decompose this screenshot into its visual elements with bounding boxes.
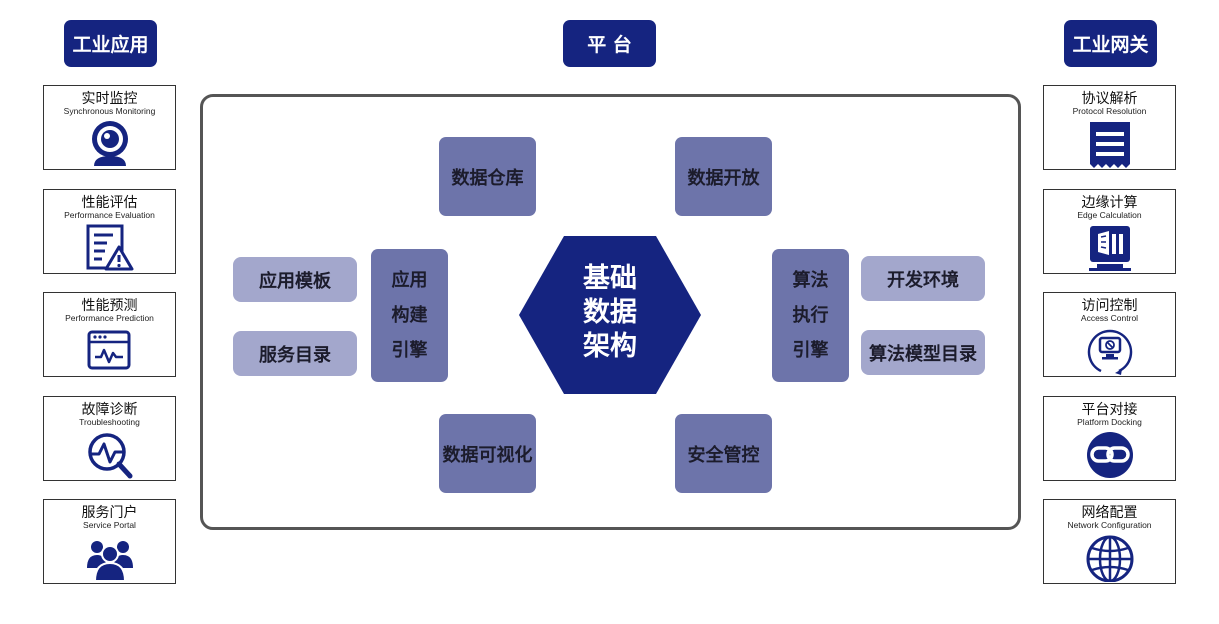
- browser-chart-icon: [87, 330, 131, 370]
- card-platform-docking: 平台对接 Platform Docking: [1043, 396, 1176, 481]
- card-network-configuration: 网络配置 Network Configuration: [1043, 499, 1176, 584]
- core-hexagon: [519, 236, 701, 394]
- card-troubleshooting: 故障诊断 Troubleshooting: [43, 396, 176, 481]
- card-subtitle: Synchronous Monitoring: [63, 106, 156, 116]
- node-data-visualization: 数据可视化: [439, 414, 536, 493]
- card-title: 实时监控: [81, 91, 138, 107]
- access-control-icon: [1087, 329, 1133, 375]
- engine-line: 构建: [391, 305, 428, 326]
- core-line: 基础: [583, 263, 637, 294]
- webcam-icon: [92, 121, 128, 166]
- node-data-warehouse: 数据仓库: [439, 137, 536, 216]
- engine-line: 算法: [792, 270, 829, 291]
- card-subtitle: Protocol Resolution: [1072, 106, 1147, 116]
- document-icon: [1090, 122, 1130, 168]
- node-algorithm-engine: 算法 执行 引擎: [772, 249, 849, 382]
- card-subtitle: Performance Prediction: [65, 313, 154, 323]
- header-industrial-gateway: 工业网关: [1064, 20, 1157, 67]
- node-app-template: 应用模板: [233, 257, 357, 302]
- core-line: 数据: [583, 297, 637, 328]
- header-industrial-apps: 工业应用: [64, 20, 157, 67]
- card-title: 边缘计算: [1081, 195, 1138, 211]
- card-performance-evaluation: 性能评估 Performance Evaluation: [43, 189, 176, 274]
- card-title: 性能预测: [81, 298, 138, 314]
- users-icon: [87, 541, 133, 582]
- core-label: 基础 数据 架构: [560, 262, 660, 364]
- card-subtitle: Platform Docking: [1077, 417, 1142, 427]
- card-subtitle: Service Portal: [83, 520, 136, 530]
- engine-line: 应用: [391, 270, 428, 291]
- card-title: 性能评估: [81, 195, 138, 211]
- node-algorithm-model-catalog: 算法模型目录: [861, 330, 985, 375]
- card-title: 故障诊断: [81, 402, 138, 418]
- card-service-portal: 服务门户 Service Portal: [43, 499, 176, 584]
- card-access-control: 访问控制 Access Control: [1043, 292, 1176, 377]
- core-line: 架构: [583, 331, 637, 362]
- edge-device-icon: [1089, 226, 1131, 271]
- platform-frame: [200, 94, 1021, 530]
- card-subtitle: Troubleshooting: [79, 417, 140, 427]
- card-title: 访问控制: [1081, 298, 1138, 314]
- engine-line: 执行: [792, 305, 829, 326]
- engine-line: 引擎: [391, 340, 428, 361]
- node-dev-environment: 开发环境: [861, 256, 985, 301]
- diagnosis-icon: [88, 433, 133, 479]
- card-subtitle: Access Control: [1080, 313, 1139, 323]
- card-subtitle: Edge Calculation: [1077, 210, 1142, 220]
- header-platform: 平 台: [563, 20, 656, 67]
- node-app-build-engine: 应用 构建 引擎: [371, 249, 448, 382]
- card-title: 服务门户: [81, 505, 138, 521]
- card-synchronous-monitoring: 实时监控 Synchronous Monitoring: [43, 85, 176, 170]
- card-subtitle: Performance Evaluation: [64, 210, 155, 220]
- node-service-catalog: 服务目录: [233, 331, 357, 376]
- link-icon: [1087, 432, 1133, 478]
- card-protocol-resolution: 协议解析 Protocol Resolution: [1043, 85, 1176, 170]
- report-warning-icon: [86, 224, 134, 271]
- engine-line: 引擎: [792, 340, 829, 361]
- card-title: 网络配置: [1081, 505, 1138, 521]
- card-performance-prediction: 性能预测 Performance Prediction: [43, 292, 176, 377]
- card-subtitle: Network Configuration: [1067, 520, 1152, 530]
- card-title: 平台对接: [1081, 402, 1138, 418]
- card-title: 协议解析: [1081, 91, 1138, 107]
- card-edge-calculation: 边缘计算 Edge Calculation: [1043, 189, 1176, 274]
- node-security-control: 安全管控: [675, 414, 772, 493]
- node-data-opening: 数据开放: [675, 137, 772, 216]
- globe-icon: [1086, 535, 1134, 582]
